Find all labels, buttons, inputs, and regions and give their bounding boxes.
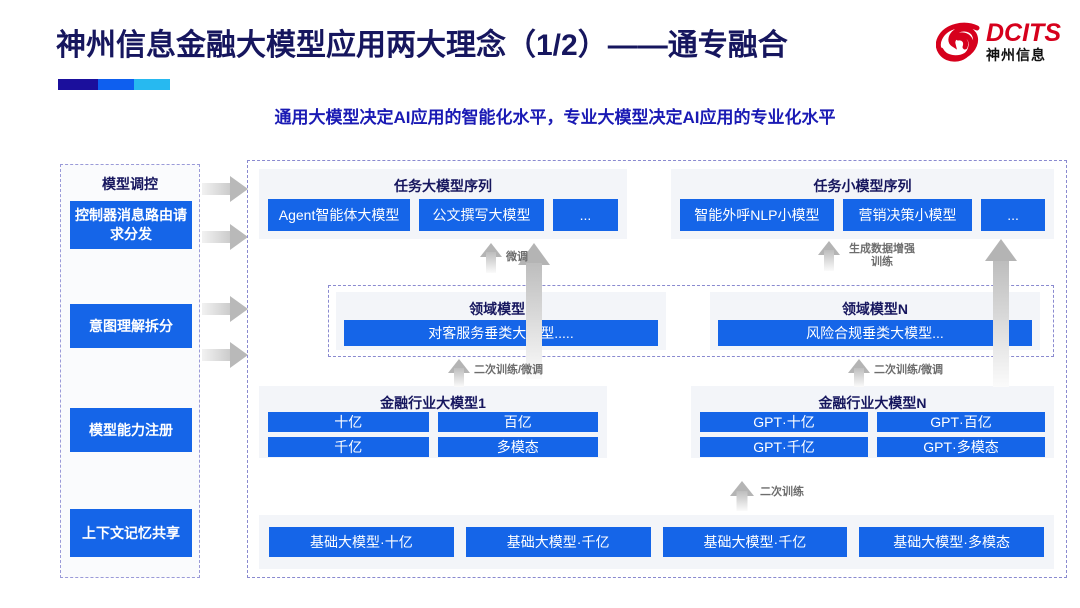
panel-task-small-models: 任务小模型序列 智能外呼NLP小模型 营销决策小模型 ...	[671, 169, 1054, 239]
panel-industry-1-title: 金融行业大模型1	[380, 395, 486, 411]
connector-arrow-right-2	[202, 224, 248, 250]
logo-cn-text: 神州信息	[986, 47, 1046, 63]
panel-domain-1-title: 领域模型1	[469, 301, 533, 317]
panel-task-large-title: 任务大模型序列	[394, 178, 492, 194]
logo-text-block: DCITS 神州信息	[986, 20, 1061, 64]
sidebar-item-intent-parsing[interactable]: 意图理解拆分	[70, 304, 192, 348]
foundation-item-3[interactable]: 基础大模型·千亿	[662, 527, 848, 557]
connector-arrow-right-1	[202, 176, 248, 202]
accent-segment-2	[98, 79, 135, 90]
page-title: 神州信息金融大模型应用两大理念（1/2）——通专融合	[56, 29, 788, 62]
panel-task-large-models: 任务大模型序列 Agent智能体大模型 公文撰写大模型 ...	[259, 169, 627, 239]
industry-1-item-2[interactable]: 百亿	[437, 412, 598, 432]
sidebar-item-context-memory-sharing[interactable]: 上下文记忆共享	[70, 509, 192, 557]
arrow-up-second-train	[730, 481, 754, 511]
sidebar-model-control: 模型调控 控制器消息路由请求分发 意图理解拆分 模型能力注册 上下文记忆共享	[60, 164, 200, 578]
company-logo: DCITS 神州信息	[936, 18, 1066, 74]
panel-industry-model-1: 金融行业大模型1 十亿 百亿 千亿 多模态	[259, 386, 607, 458]
arrow-up-retrain-right	[848, 359, 870, 387]
panel-foundation-models: 基础大模型·十亿 基础大模型·千亿 基础大模型·千亿 基础大模型·多模态	[259, 515, 1054, 569]
arrow-up-retrain-left	[448, 359, 470, 387]
panel-industry-n-title: 金融行业大模型N	[818, 395, 927, 411]
foundation-item-1[interactable]: 基础大模型·十亿	[269, 527, 454, 557]
domain-n-item-risk-compliance[interactable]: 风险合规垂类大模型...	[718, 320, 1032, 346]
foundation-item-2[interactable]: 基础大模型·千亿	[465, 527, 651, 557]
connector-arrow-right-3	[202, 296, 248, 322]
industry-n-item-3[interactable]: GPT·千亿	[700, 437, 868, 457]
sidebar-item-controller-routing[interactable]: 控制器消息路由请求分发	[70, 201, 192, 249]
industry-n-items: GPT·十亿 GPT·百亿 GPT·千亿 GPT·多模态	[700, 412, 1045, 457]
panel-domain-n-title: 领域模型N	[841, 301, 909, 317]
task-large-item-agent[interactable]: Agent智能体大模型	[268, 199, 411, 231]
label-gen-data-aug: 生成数据增强训练	[849, 243, 915, 268]
arrow-up-right-main	[985, 239, 1017, 387]
sidebar-item-capability-registry[interactable]: 模型能力注册	[70, 408, 192, 452]
industry-1-item-3[interactable]: 千亿	[268, 437, 429, 457]
industry-n-item-1[interactable]: GPT·十亿	[700, 412, 868, 432]
industry-1-item-1[interactable]: 十亿	[268, 412, 429, 432]
page-subtitle: 通用大模型决定AI应用的智能化水平，专业大模型决定AI应用的专业化水平	[274, 108, 836, 127]
panel-domain-model-n: 领域模型N 风险合规垂类大模型...	[710, 292, 1040, 350]
label-retrain-finetune-right: 二次训练/微调	[874, 364, 944, 376]
industry-n-item-2[interactable]: GPT·百亿	[877, 412, 1045, 432]
arrow-up-left-main	[518, 243, 550, 379]
domain-models-group: 领域模型1 对客服务垂类大模型..... 领域模型N 风险合规垂类大模型...	[328, 285, 1054, 357]
domain-1-item-customer-service[interactable]: 对客服务垂类大模型.....	[344, 320, 658, 346]
label-retrain-finetune-left: 二次训练/微调	[474, 364, 544, 376]
arrow-up-fine-tune	[480, 243, 502, 273]
title-accent-bar	[58, 79, 170, 90]
task-small-item-more[interactable]: ...	[981, 199, 1045, 231]
label-second-train: 二次训练	[760, 486, 804, 498]
task-small-items: 智能外呼NLP小模型 营销决策小模型 ...	[680, 199, 1045, 231]
task-large-items: Agent智能体大模型 公文撰写大模型 ...	[268, 199, 618, 231]
panel-task-small-title: 任务小模型序列	[813, 178, 912, 194]
sidebar-title: 模型调控	[102, 176, 158, 192]
panel-industry-model-n: 金融行业大模型N GPT·十亿 GPT·百亿 GPT·千亿 GPT·多模态	[691, 386, 1054, 458]
foundation-items: 基础大模型·十亿 基础大模型·千亿 基础大模型·千亿 基础大模型·多模态	[269, 527, 1044, 557]
dcits-swirl-icon	[936, 22, 980, 62]
accent-segment-1	[58, 79, 99, 90]
industry-1-item-4[interactable]: 多模态	[437, 437, 598, 457]
panel-domain-model-1: 领域模型1 对客服务垂类大模型.....	[336, 292, 666, 350]
industry-n-item-4[interactable]: GPT·多模态	[877, 437, 1045, 457]
task-large-item-doc-writing[interactable]: 公文撰写大模型	[419, 199, 544, 231]
task-small-item-marketing-decision[interactable]: 营销决策小模型	[842, 199, 973, 231]
label-fine-tune: 微调	[506, 251, 528, 263]
foundation-item-4[interactable]: 基础大模型·多模态	[859, 527, 1044, 557]
accent-segment-3	[134, 79, 170, 90]
arrow-up-gen-data-aug	[818, 241, 840, 271]
task-large-item-more[interactable]: ...	[552, 199, 618, 231]
diagram-container: 任务大模型序列 Agent智能体大模型 公文撰写大模型 ... 任务小模型序列 …	[247, 160, 1067, 578]
connector-arrow-right-4	[202, 342, 248, 368]
industry-1-items: 十亿 百亿 千亿 多模态	[268, 412, 598, 457]
task-small-item-outbound-nlp[interactable]: 智能外呼NLP小模型	[680, 199, 834, 231]
logo-en-text: DCITS	[986, 19, 1061, 47]
